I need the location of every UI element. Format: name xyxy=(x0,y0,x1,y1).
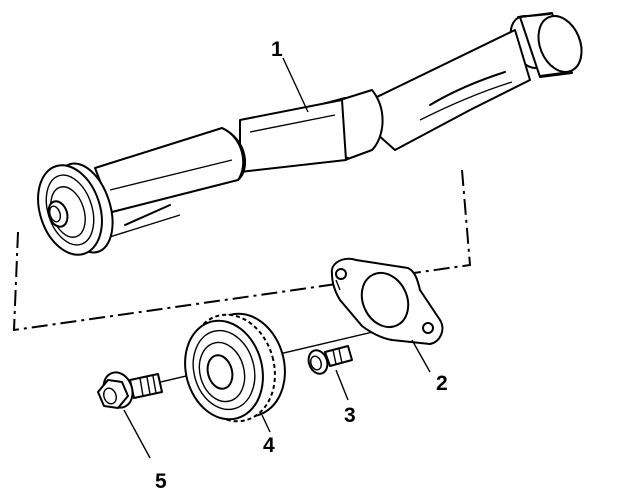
leader-line-4 xyxy=(261,414,271,433)
leader-line-5 xyxy=(123,409,151,459)
callout-1: 1 xyxy=(271,38,283,61)
callout-2: 2 xyxy=(436,372,448,395)
leader-line-3 xyxy=(335,369,349,401)
part-4-gear xyxy=(184,312,286,423)
assembly-bracket-line xyxy=(12,169,472,332)
part-1-shaft xyxy=(37,12,583,256)
leader-line-2 xyxy=(411,339,431,373)
leader-line-1 xyxy=(282,57,309,113)
callout-5: 5 xyxy=(155,470,167,493)
part-3-bolt xyxy=(307,345,353,375)
callout-4: 4 xyxy=(263,434,275,457)
part-5-flange-bolt xyxy=(97,371,163,409)
part-2-gasket xyxy=(330,257,444,345)
callout-3: 3 xyxy=(344,404,356,427)
